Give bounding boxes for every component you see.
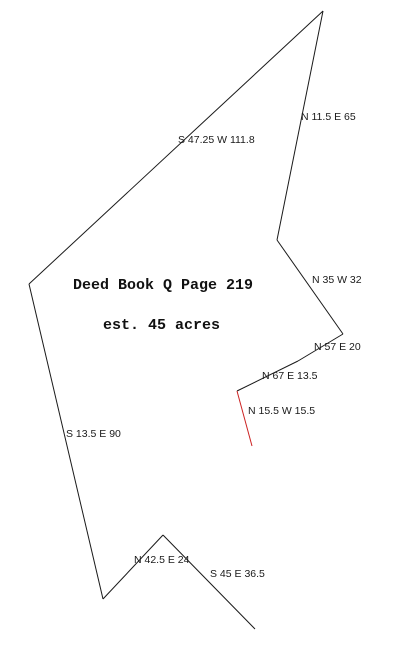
plat-title-block: Deed Book Q Page 219 est. 45 acres (73, 277, 253, 334)
call-label: N 35 W 32 (312, 274, 362, 286)
plat-boundary (28, 10, 344, 630)
call-label: N 57 E 20 (314, 341, 361, 353)
boundary-segment-n-35-w-32 (276, 239, 344, 335)
call-label: S 47.25 W 111.8 (178, 134, 255, 146)
call-label: S 13.5 E 90 (66, 428, 121, 440)
boundary-segment-n-11-5-e-65 (276, 10, 324, 241)
call-label: N 42.5 E 24 (134, 554, 190, 566)
boundary-segment-s-47-25-w-111-8 (28, 10, 324, 285)
deed-reference-title: Deed Book Q Page 219 (73, 277, 253, 294)
call-label: N 15.5 W 15.5 (248, 405, 315, 417)
call-label: N 11.5 E 65 (301, 111, 356, 123)
boundary-segment-n-15-5-w-15-5 (236, 390, 253, 447)
call-label: N 67 E 13.5 (262, 370, 318, 382)
boundary-segment-s-45-e-36-5 (162, 534, 256, 630)
call-labels: N 11.5 E 65 S 47.25 W 111.8 N 35 W 32 N … (66, 111, 362, 580)
boundary-segment-n-67-e-13-5 (236, 360, 299, 392)
call-label: S 45 E 36.5 (210, 568, 265, 580)
boundary-segment-s-13-5-e-90 (28, 283, 104, 600)
acreage-estimate: est. 45 acres (103, 317, 220, 334)
boundary-segment-n-57-e-20 (297, 333, 344, 362)
boundary-segment-n-42-5-e-24 (102, 534, 164, 600)
